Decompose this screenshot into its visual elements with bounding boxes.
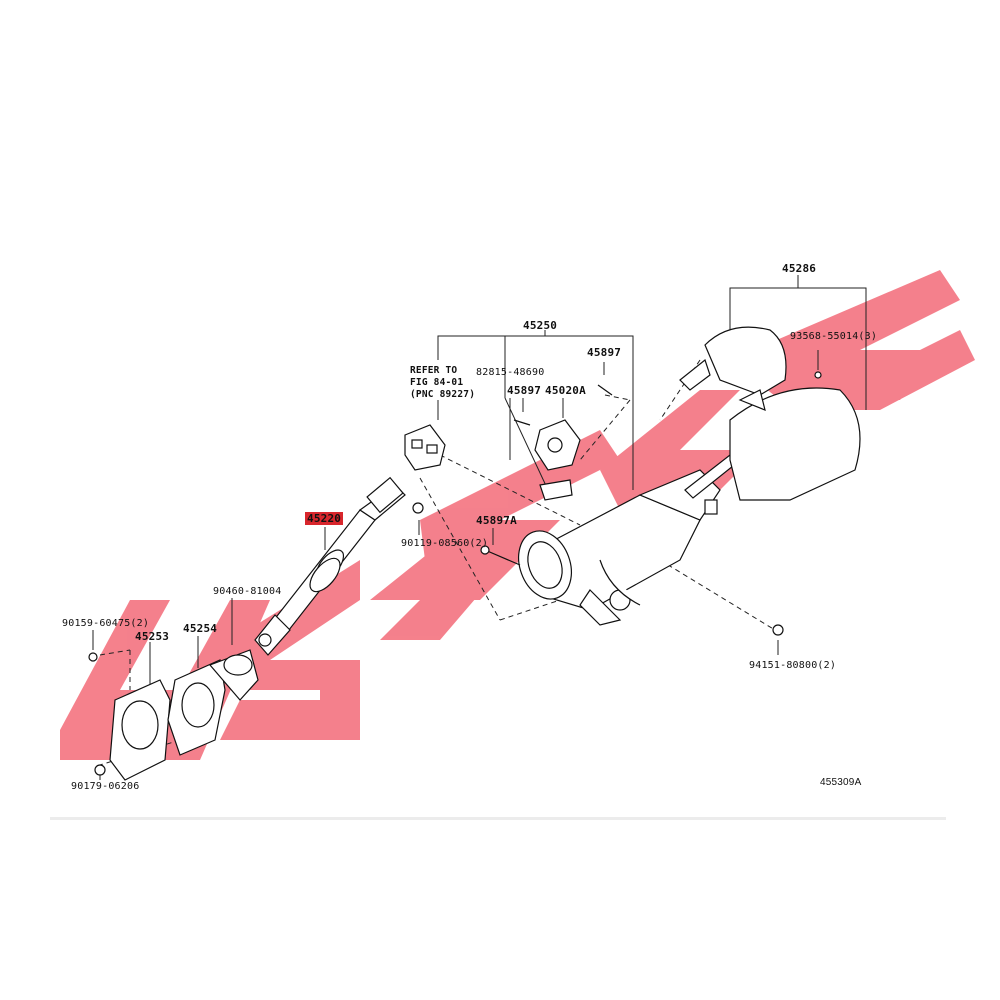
label-45897a: 45897A [476, 514, 517, 527]
column-cover [679, 326, 861, 636]
divider-line [50, 817, 946, 820]
lock-bracket [513, 384, 613, 501]
label-45220-highlighted: 45220 [305, 512, 344, 525]
label-45897-top: 45897 [587, 346, 622, 359]
figure-code: 455309A [820, 777, 862, 788]
label-90119: 90119-08560(2) [401, 538, 489, 549]
label-82815: 82815-48690 [476, 367, 545, 378]
label-45250: 45250 [523, 319, 558, 332]
label-refer-fig: REFER TO FIG 84-01 (PNC 89227) [410, 365, 476, 400]
steering-column-assembly [480, 454, 739, 626]
leader-lines [92, 275, 867, 780]
label-90159: 90159-60475(2) [62, 618, 150, 629]
label-45253: 45253 [135, 630, 170, 643]
intermediate-shaft [254, 476, 406, 656]
label-90460: 90460-81004 [213, 586, 282, 597]
bracket-part [404, 424, 446, 514]
label-94151: 94151-80800(2) [749, 660, 837, 671]
label-45897-mid: 45897 [507, 384, 542, 397]
label-90179: 90179-06206 [71, 781, 140, 792]
dust-boot-plates [88, 649, 259, 781]
label-45020a: 45020A [545, 384, 586, 397]
label-93568: 93568-55014(3) [790, 331, 878, 342]
label-45254: 45254 [183, 622, 218, 635]
label-45286: 45286 [782, 262, 817, 275]
